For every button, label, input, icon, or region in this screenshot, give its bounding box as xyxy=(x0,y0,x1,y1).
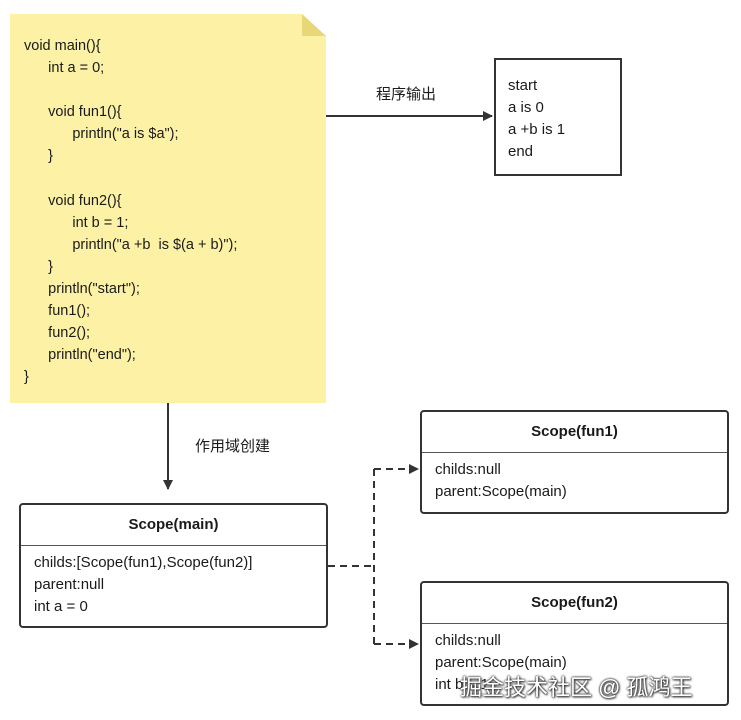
scope-field: int a = 0 xyxy=(34,598,88,615)
code-line: fun2(); xyxy=(24,325,91,342)
output-label: 程序输出 xyxy=(376,86,437,103)
scope-field: childs:null xyxy=(435,461,501,478)
output-line: a +b is 1 xyxy=(508,121,566,138)
scope-field: parent:Scope(main) xyxy=(435,483,567,500)
code-line: } xyxy=(24,369,29,386)
scope-field: childs:[Scope(fun1),Scope(fun2)] xyxy=(34,554,253,571)
output-line: end xyxy=(508,143,534,160)
code-line: println("a is $a"); xyxy=(24,126,179,143)
code-line: } xyxy=(24,148,54,165)
code-line: void main(){ xyxy=(24,38,101,54)
code-line: } xyxy=(24,258,54,275)
scope-fun2-title: Scope(fun2) xyxy=(422,583,727,624)
scope-fun1-box: Scope(fun1) childs:null parent:Scope(mai… xyxy=(420,410,729,514)
code-line: fun1(); xyxy=(24,303,91,320)
scope-main-title: Scope(main) xyxy=(21,505,326,546)
scope-fun1-title: Scope(fun1) xyxy=(422,412,727,453)
code-line: println("start"); xyxy=(24,281,140,298)
code-line: println("a +b is $(a + b)"); xyxy=(24,236,238,253)
watermark: 掘金技术社区 @ 孤鸿王 xyxy=(460,675,693,700)
scope-create-label: 作用域创建 xyxy=(195,438,271,455)
code-line: void fun2(){ xyxy=(24,192,122,209)
code-listing: void main(){ int a = 0; void fun1(){ pri… xyxy=(24,35,237,389)
scope-field: childs:null xyxy=(435,632,501,649)
code-line: int a = 0; xyxy=(24,60,105,77)
output-line: a is 0 xyxy=(508,99,544,116)
code-line: println("end"); xyxy=(24,347,136,364)
scope-field: parent:Scope(main) xyxy=(435,654,567,671)
code-note xyxy=(10,14,326,403)
scope-fun2-box: Scope(fun2) childs:null parent:Scope(mai… xyxy=(420,581,729,706)
code-line: void fun1(){ xyxy=(24,104,122,121)
output-line: start xyxy=(508,77,538,94)
code-line: int b = 1; xyxy=(24,214,129,231)
scope-main-box: Scope(main) childs:[Scope(fun1),Scope(fu… xyxy=(19,503,328,628)
output-box: start a is 0 a +b is 1 end xyxy=(494,58,622,176)
scope-field: int b = 1 xyxy=(435,676,489,693)
scope-field: parent:null xyxy=(34,576,105,593)
